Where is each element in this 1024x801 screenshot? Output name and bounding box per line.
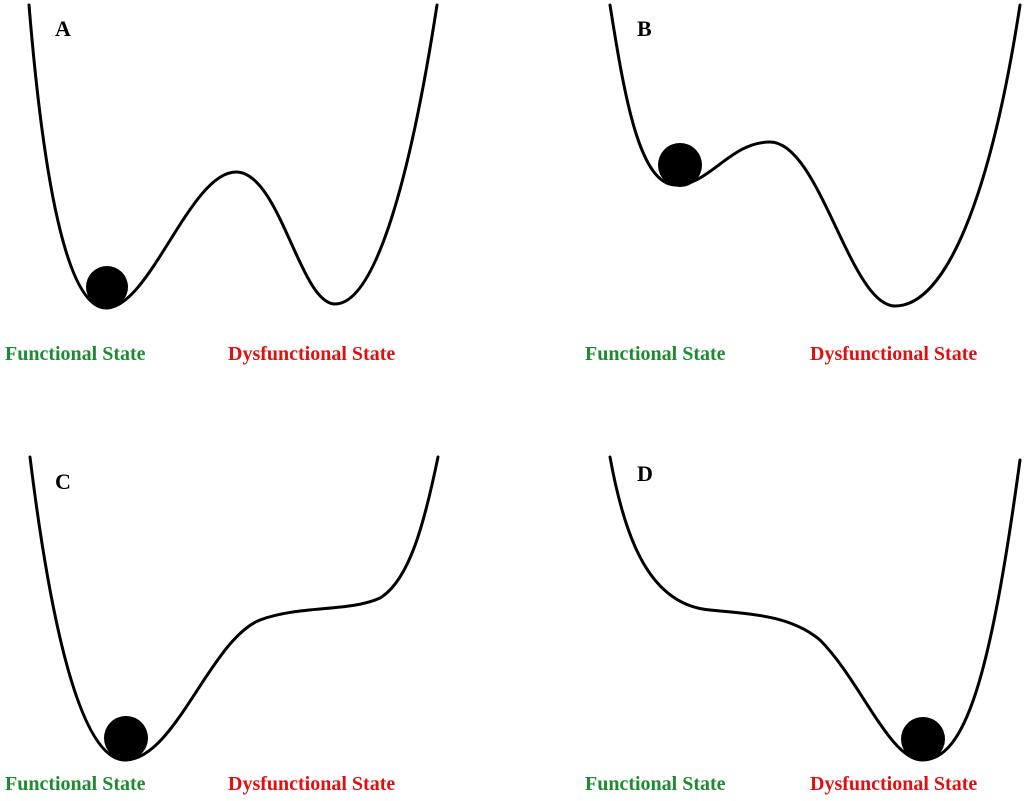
functional-state-label: Functional State [5,343,146,365]
dysfunctional-state-label: Dysfunctional State [810,343,977,365]
panel-d: D Functional State Dysfunctional State [585,455,1022,795]
landscape-curve [27,3,439,310]
dysfunctional-state-label: Dysfunctional State [228,773,395,795]
landscape-curve [28,455,440,762]
panel-c: C Functional State Dysfunctional State [5,455,440,795]
panel-letter: C [55,469,71,494]
dysfunctional-state-label: Dysfunctional State [810,773,977,795]
landscape-curve [608,455,1022,762]
panel-a: A Functional State Dysfunctional State [5,3,439,365]
panel-letter: B [637,16,652,41]
functional-state-label: Functional State [5,773,146,795]
panel-letter: A [55,16,71,41]
functional-state-label: Functional State [585,773,726,795]
ball [104,716,148,760]
landscape-curve [608,3,1022,308]
ball [901,717,945,761]
panel-letter: D [637,461,653,486]
panel-b: B Functional State Dysfunctional State [585,3,1022,365]
dysfunctional-state-label: Dysfunctional State [228,343,395,365]
ball [658,143,702,187]
functional-state-label: Functional State [585,343,726,365]
ball [86,266,128,308]
